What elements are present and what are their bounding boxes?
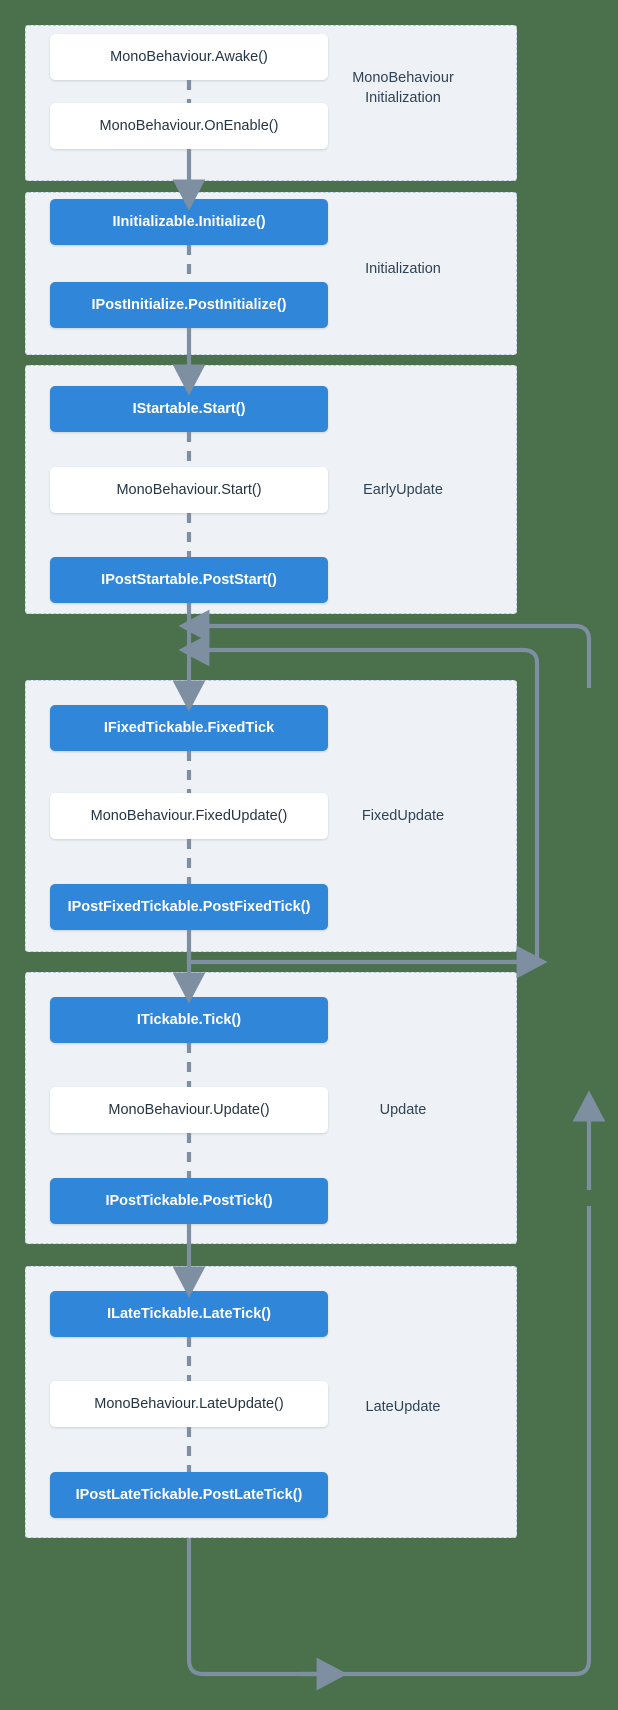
section-label-lateupdate: LateUpdate [365, 1399, 441, 1415]
node-ilatetickable-latetick[interactable]: ILateTickable.LateTick() [50, 1291, 328, 1337]
section-label-earlyupdate: EarlyUpdate [363, 482, 443, 498]
node-itickable-tick[interactable]: ITickable.Tick() [50, 997, 328, 1043]
node-ipostlatetickable-postlatetick[interactable]: IPostLateTickable.PostLateTick() [50, 1472, 328, 1518]
node-monobehaviour-onenable[interactable]: MonoBehaviour.OnEnable() [50, 103, 328, 149]
node-monobehaviour-start[interactable]: MonoBehaviour.Start() [50, 467, 328, 513]
node-istartable-start[interactable]: IStartable.Start() [50, 386, 328, 432]
node-monobehaviour-lateupdate[interactable]: MonoBehaviour.LateUpdate() [50, 1381, 328, 1427]
node-ipostinitialize-postinitialize[interactable]: IPostInitialize.PostInitialize() [50, 282, 328, 328]
node-iinitializable-initialize[interactable]: IInitializable.Initialize() [50, 199, 328, 245]
section-label-fixedupdate: FixedUpdate [361, 808, 445, 824]
node-monobehaviour-update[interactable]: MonoBehaviour.Update() [50, 1087, 328, 1133]
node-ifixedtickable-fixedtick[interactable]: IFixedTickable.FixedTick [50, 705, 328, 751]
node-ipostfixedtickable-postfixedtick[interactable]: IPostFixedTickable.PostFixedTick() [50, 884, 328, 930]
node-iposttickable-posttick[interactable]: IPostTickable.PostTick() [50, 1178, 328, 1224]
section-label-monobehaviour-initialization: MonoBehaviour Initialization [352, 70, 454, 106]
node-monobehaviour-fixedupdate[interactable]: MonoBehaviour.FixedUpdate() [50, 793, 328, 839]
section-label-initialization: Initialization [365, 261, 441, 277]
node-ipoststartable-poststart[interactable]: IPostStartable.PostStart() [50, 557, 328, 603]
fixedupdate-exit-branch [186, 945, 548, 979]
loopback-fixedupdate-rail [178, 609, 592, 688]
node-monobehaviour-awake[interactable]: MonoBehaviour.Awake() [50, 34, 328, 80]
section-label-update: Update [379, 1102, 427, 1118]
